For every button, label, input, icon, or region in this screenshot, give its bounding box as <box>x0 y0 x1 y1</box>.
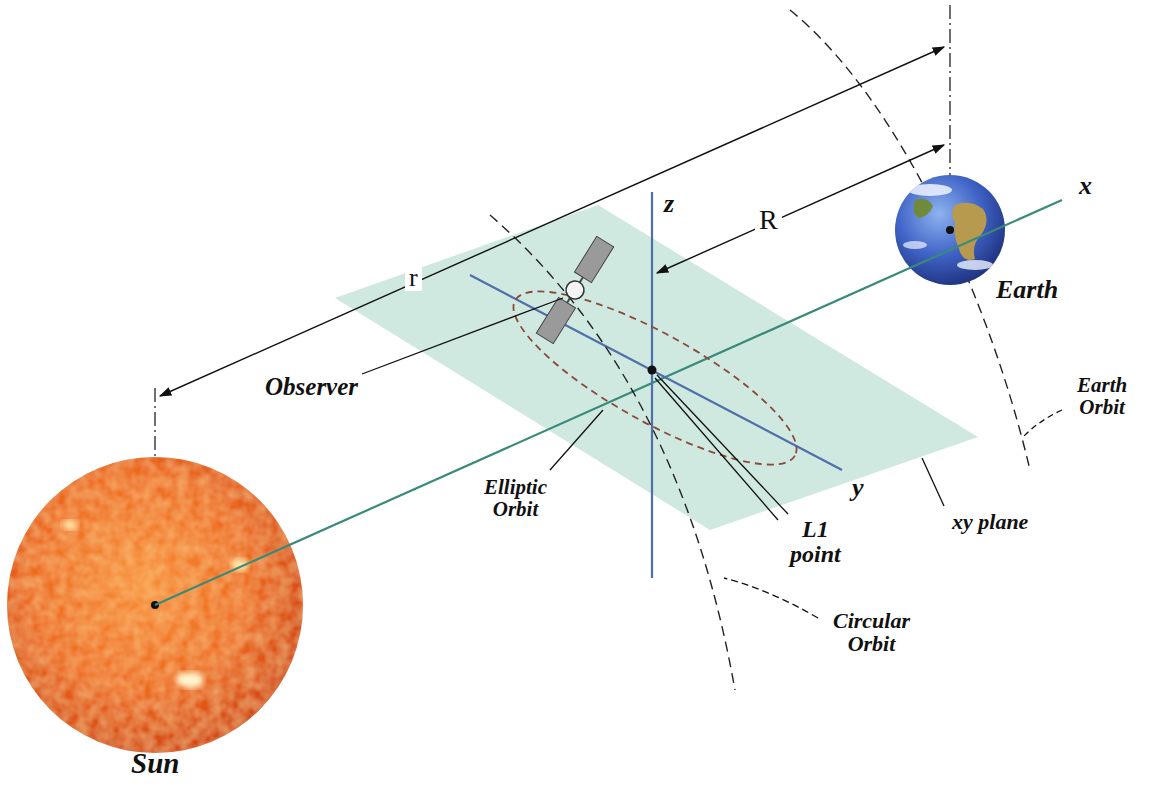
body-label: Earth <box>996 276 1058 303</box>
l1-point-leader <box>655 378 778 520</box>
elliptic-orbit-leader <box>550 410 603 470</box>
dimension-label: r <box>405 264 422 291</box>
part-label: xy plane <box>952 510 1028 533</box>
part-label: Observer <box>265 374 358 400</box>
axis-label: z <box>664 190 674 217</box>
axis-label: y <box>852 474 864 501</box>
circular-orbit-leader <box>724 578 818 618</box>
xy-plane-leader <box>922 458 944 506</box>
satellite-figure <box>536 236 613 343</box>
part-label: L1 point <box>790 517 841 567</box>
part-label: Elliptic Orbit <box>484 476 547 520</box>
l1-point-leader <box>657 375 788 514</box>
R-dimension-line <box>657 145 944 273</box>
z-axis <box>651 192 653 578</box>
dimension-label: R <box>755 205 782 234</box>
r-dimension-line <box>160 47 944 396</box>
axis-label: x <box>1079 172 1092 199</box>
part-label: Earth Orbit <box>1077 374 1127 418</box>
observer-leader <box>362 298 563 374</box>
part-label: Circular Orbit <box>833 609 910 655</box>
earth-orbit-arc <box>790 10 1030 470</box>
circular-orbit-arc <box>490 215 735 690</box>
l1-point-dot <box>648 366 657 375</box>
x-axis <box>155 200 1062 605</box>
earth-figure <box>895 175 1005 285</box>
earth-orbit-leader <box>1024 410 1062 436</box>
body-label: Sun <box>131 748 179 778</box>
y-axis <box>470 275 842 470</box>
